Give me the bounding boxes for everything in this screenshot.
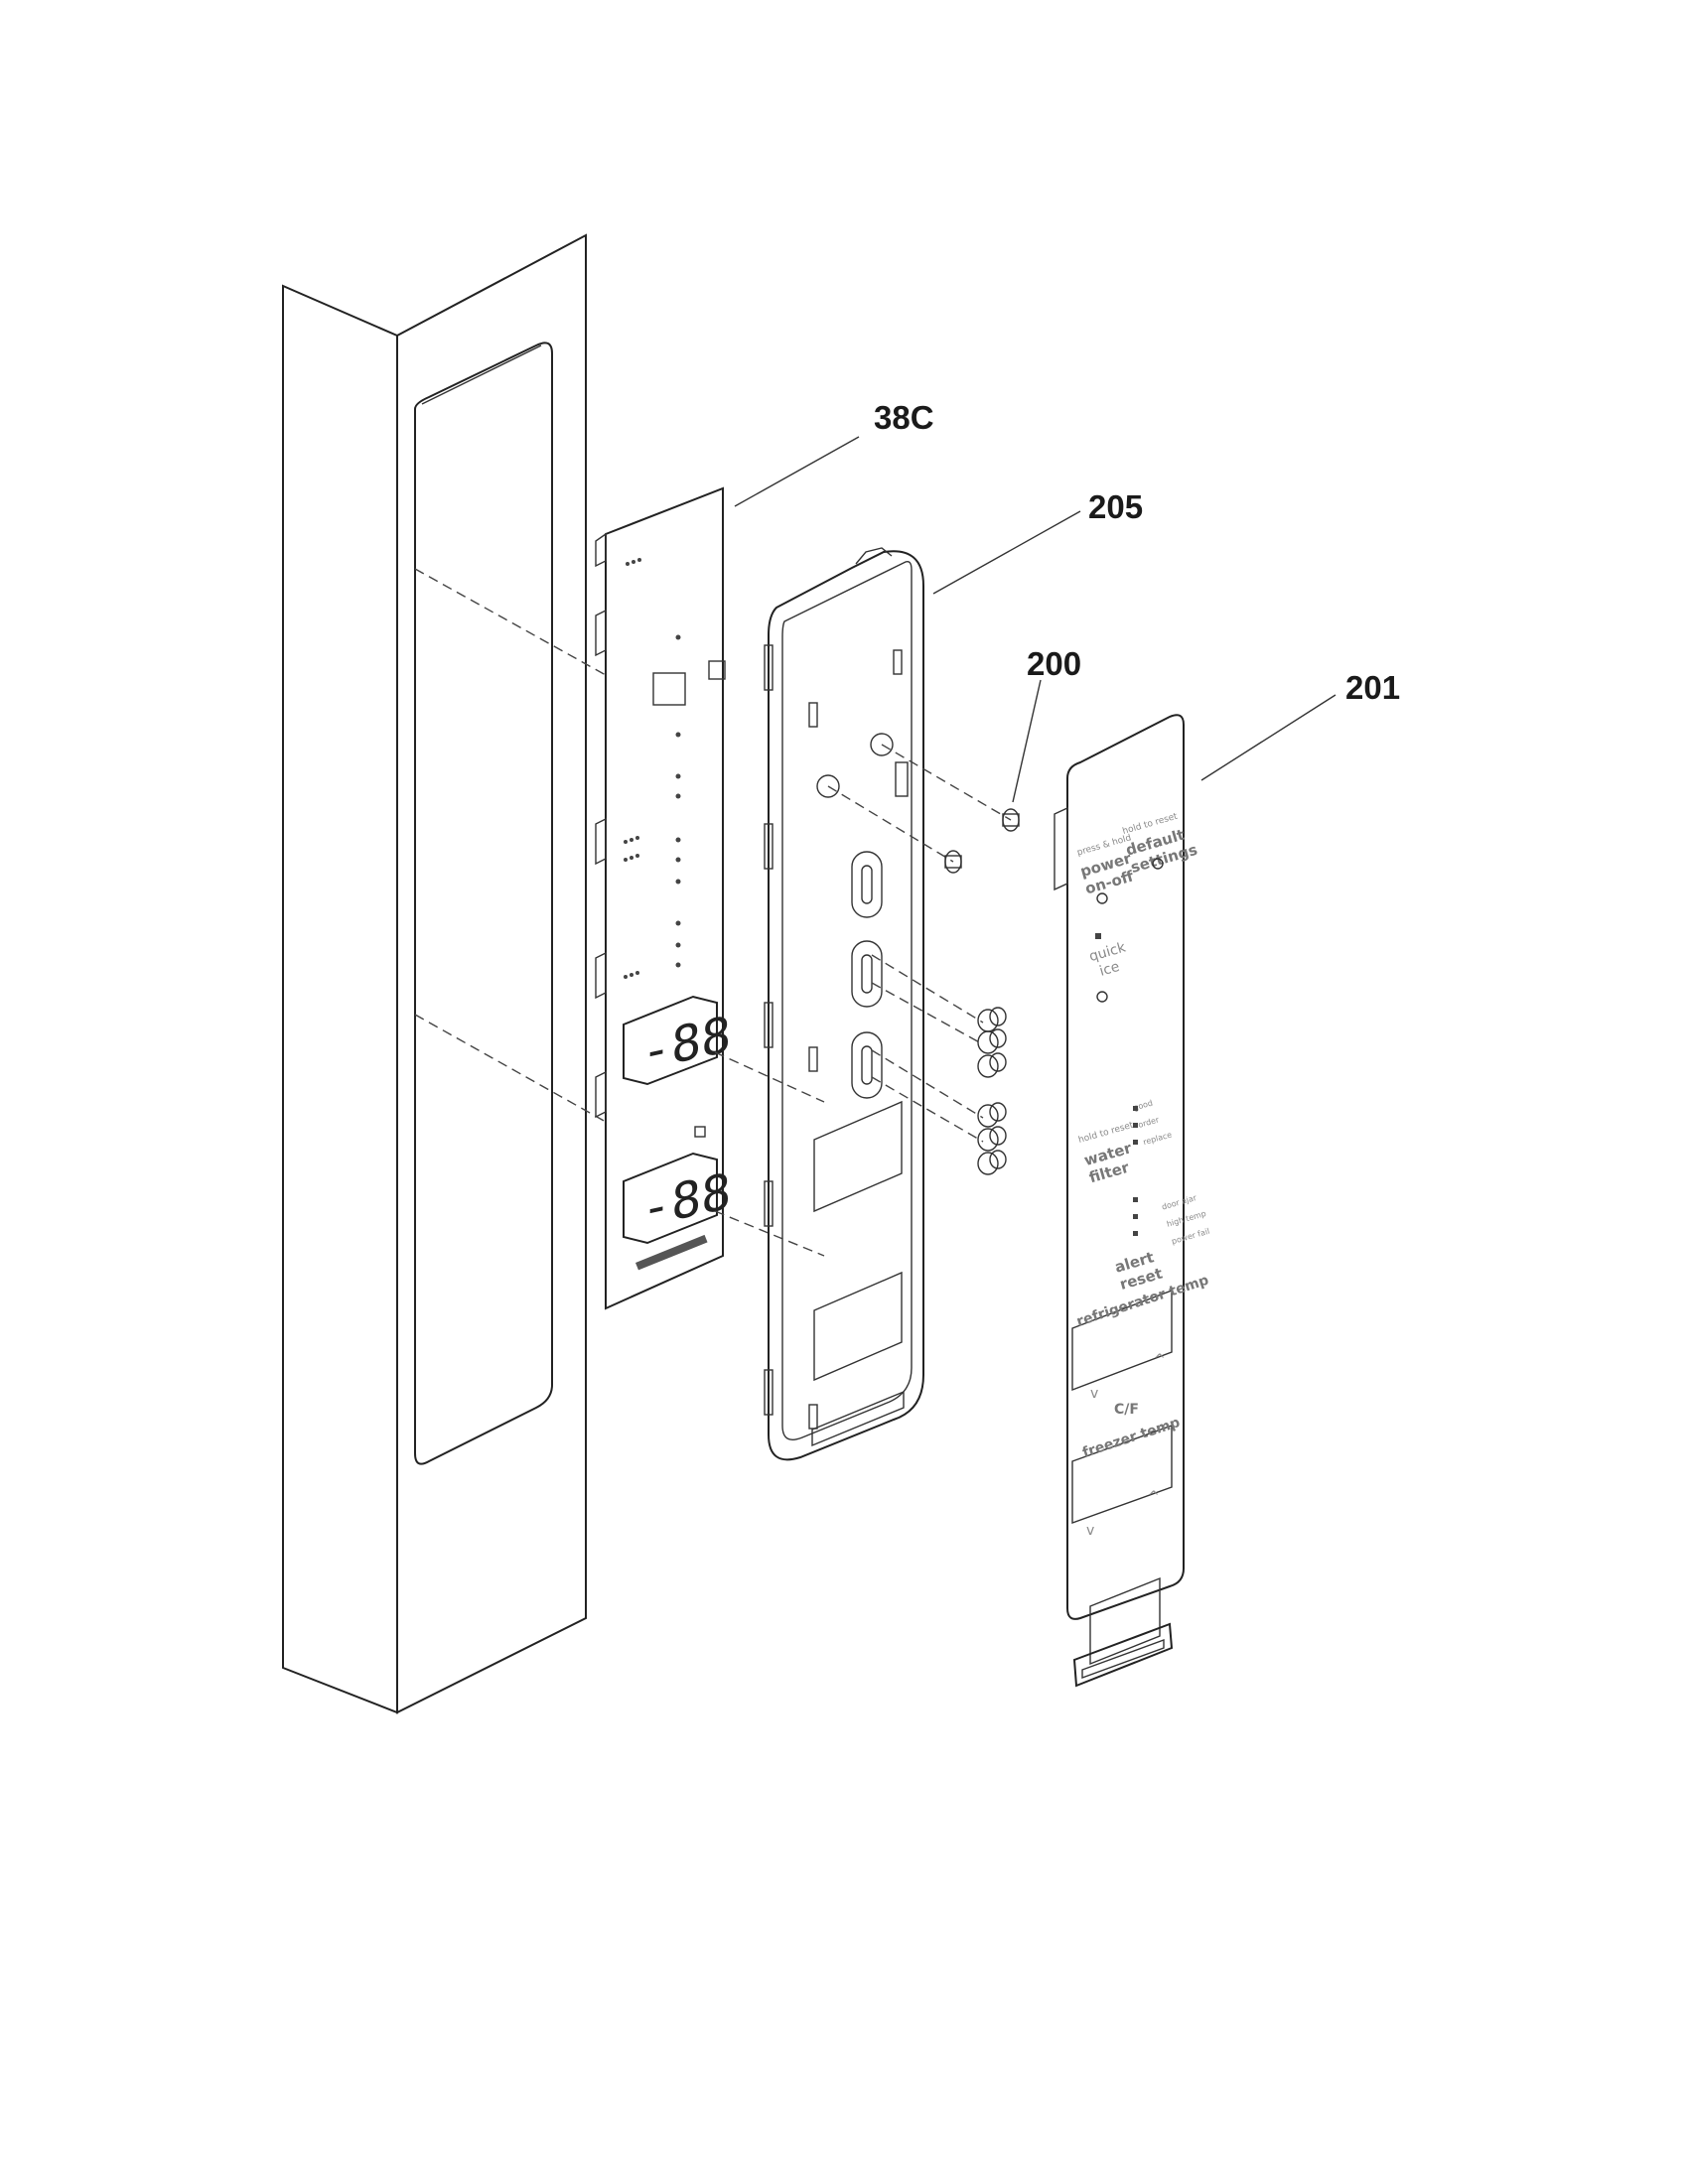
default-settings-button-dot[interactable] (1152, 858, 1164, 870)
alignment-lines-left (414, 568, 607, 1123)
alert-status-temp: high temp (1166, 1209, 1207, 1229)
refrigerator-temp-pad[interactable] (1071, 1289, 1173, 1392)
alignment-lines-screws (827, 744, 1012, 1143)
freezer-up-arrow[interactable]: ^ (1148, 1489, 1160, 1505)
freezer-temp-pad[interactable] (1071, 1425, 1173, 1524)
fridge-up-arrow[interactable]: ^ (1154, 1352, 1166, 1368)
callout-205: 205 (1088, 488, 1143, 525)
power-button-dot[interactable] (1096, 892, 1108, 904)
fridge-down-arrow[interactable]: v (1090, 1386, 1098, 1402)
freezer-down-arrow[interactable]: v (1086, 1523, 1094, 1539)
membrane-switch: press & hold power on-off hold to reset … (1054, 714, 1210, 1688)
quick-ice-button-dot[interactable] (1096, 991, 1108, 1003)
mounting-bracket (764, 547, 924, 1461)
alignment-lines-middle (714, 1051, 825, 1257)
unit-toggle-label[interactable]: C/F (1114, 1402, 1139, 1418)
filter-status-order: order (1137, 1115, 1161, 1130)
alert-status-power: power fail (1171, 1227, 1210, 1247)
display-readout-upper: -88 (641, 1005, 731, 1082)
callout-201: 201 (1345, 669, 1400, 706)
callout-leaders (734, 436, 1336, 803)
quick-ice-indicator (1095, 933, 1101, 939)
display-control-board: -88 -88 (595, 486, 731, 1310)
callout-200: 200 (1027, 645, 1081, 682)
quick-sublabel: ice (1098, 959, 1122, 980)
door-panel-housing (282, 233, 587, 1714)
callout-38c: 38C (874, 399, 934, 436)
freezer-temp-label: freezer temp (1080, 1415, 1182, 1461)
filter-status-replace: replace (1142, 1130, 1173, 1147)
display-readout-lower: -88 (641, 1161, 731, 1239)
alert-status-door: door ajar (1161, 1193, 1198, 1212)
screws (944, 808, 1020, 1175)
